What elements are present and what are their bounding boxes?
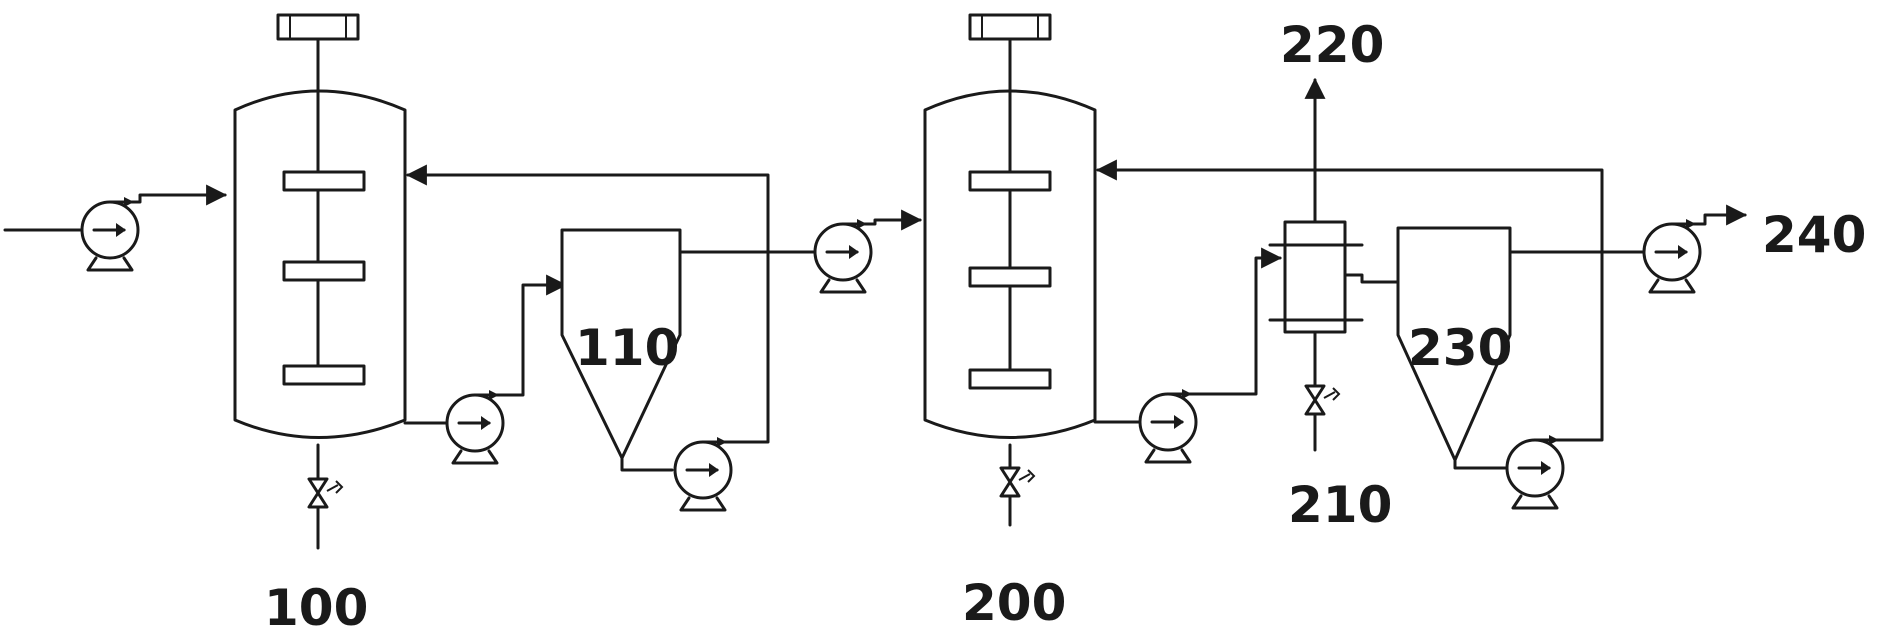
label-reactor-100: 100 bbox=[264, 579, 368, 632]
transfer-pump bbox=[813, 217, 873, 294]
recycle-line-stage-2 bbox=[1095, 159, 1604, 442]
reactor-200 bbox=[923, 13, 1097, 439]
settler-110-underflow-pump bbox=[673, 435, 733, 512]
label-settler-230: 230 bbox=[1408, 319, 1512, 377]
settler-110 bbox=[560, 228, 772, 460]
feed-pump bbox=[80, 195, 140, 272]
product-pump bbox=[1642, 217, 1702, 294]
recycle-line-stage-1 bbox=[405, 164, 770, 444]
reactor-100-outlet-pump bbox=[445, 388, 505, 465]
product-outlet-line bbox=[1692, 204, 1748, 226]
settler-230 bbox=[1396, 226, 1647, 462]
reactor-200-outlet-pump bbox=[1138, 387, 1198, 464]
reactor-200-drain bbox=[999, 443, 1036, 527]
reactor-100 bbox=[233, 13, 407, 439]
feed-pump-discharge bbox=[130, 184, 228, 206]
settler-230-underflow-pump bbox=[1505, 433, 1565, 510]
settler-230-underflow-line bbox=[1453, 458, 1508, 470]
reactor-100-drain bbox=[307, 443, 344, 550]
column-inlet-210 bbox=[1304, 330, 1341, 452]
label-inlet-210: 210 bbox=[1288, 476, 1392, 534]
label-settler-110: 110 bbox=[575, 319, 679, 377]
column bbox=[1268, 220, 1364, 334]
label-vent-220: 220 bbox=[1280, 16, 1384, 74]
settler-110-underflow-line bbox=[620, 456, 674, 472]
transfer-line-2 bbox=[863, 209, 923, 231]
label-product-240: 240 bbox=[1762, 206, 1866, 264]
column-feed-line bbox=[1188, 247, 1283, 396]
label-reactor-200: 200 bbox=[962, 574, 1066, 632]
